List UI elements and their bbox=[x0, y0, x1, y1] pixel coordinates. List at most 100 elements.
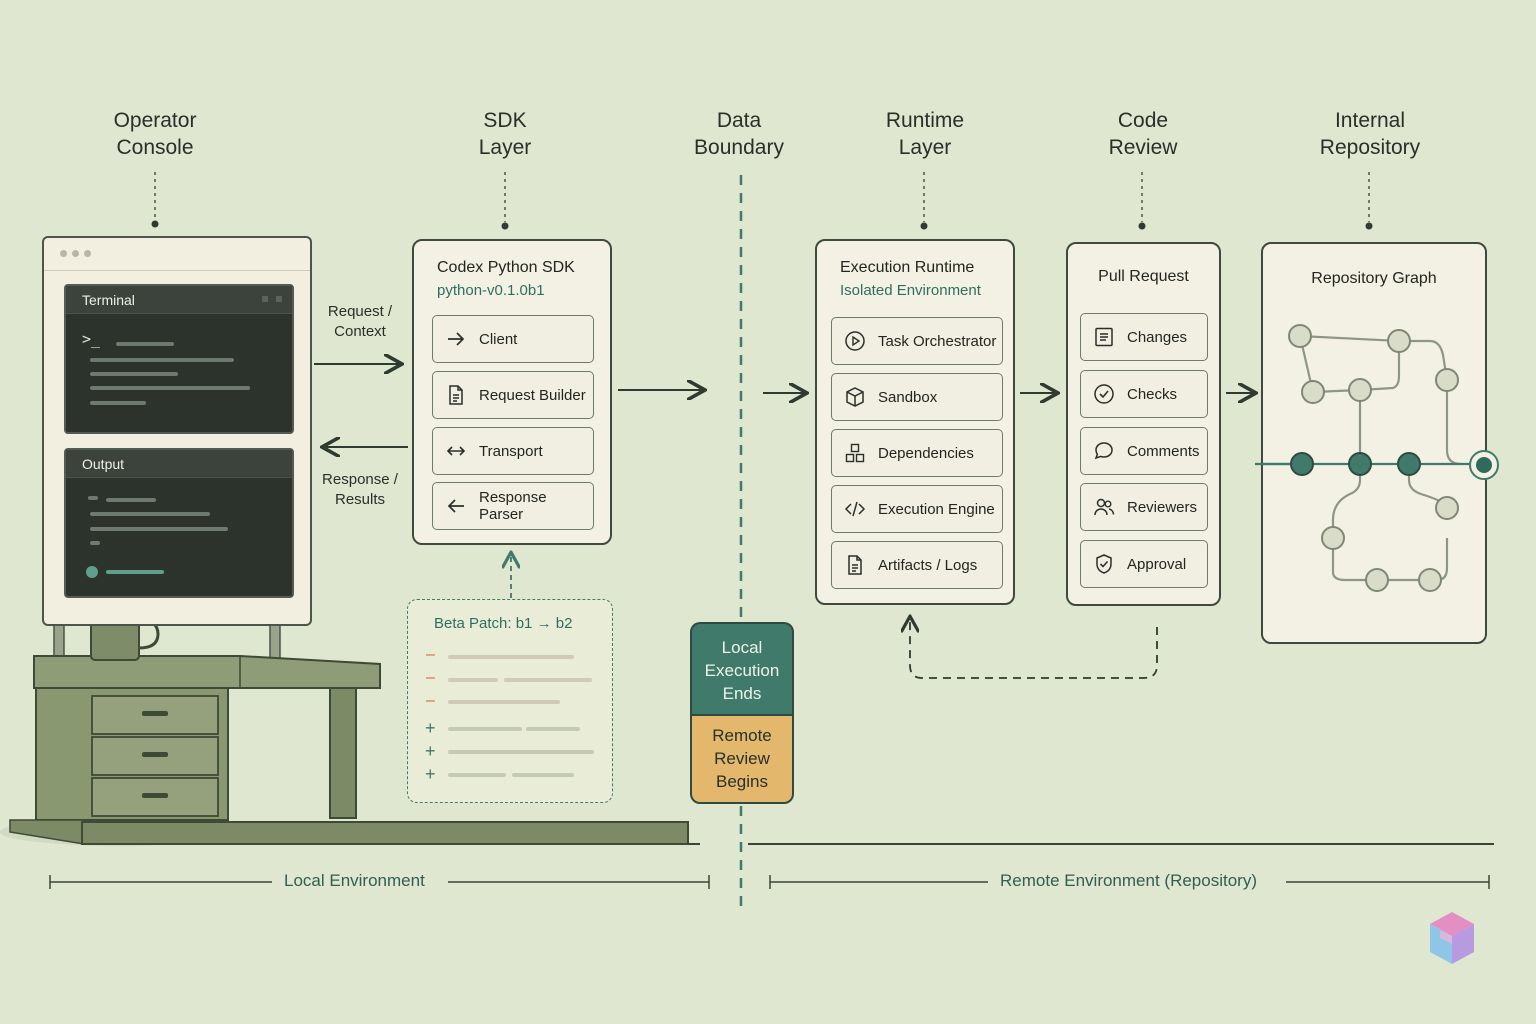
runtime-panel: Execution Runtime Isolated Environment T… bbox=[815, 239, 1015, 605]
runtime-item-label: Artifacts / Logs bbox=[878, 556, 978, 574]
pane-control bbox=[276, 296, 282, 302]
blocks-icon bbox=[844, 442, 866, 464]
comment-icon bbox=[1093, 440, 1115, 462]
desk-illustration bbox=[0, 609, 700, 846]
patch-line bbox=[448, 655, 574, 659]
terminal-line bbox=[90, 386, 250, 390]
terminal-pane[interactable]: Terminal >_ bbox=[64, 284, 294, 434]
runtime-item-artifacts-logs[interactable]: Artifacts / Logs bbox=[831, 541, 1003, 589]
response-results-label: Response / Results bbox=[322, 471, 398, 508]
repository-graph bbox=[1255, 324, 1499, 592]
pull-request-title: Pull Request bbox=[1098, 268, 1189, 285]
arrows-both-icon bbox=[445, 440, 467, 462]
runtime-item-label: Dependencies bbox=[878, 444, 974, 462]
list-icon bbox=[1093, 326, 1115, 348]
review-item-label: Approval bbox=[1127, 555, 1187, 573]
sdk-item-label: Client bbox=[479, 330, 518, 348]
patch-line bbox=[448, 773, 506, 777]
header-runtime-layer: Runtime Layer bbox=[885, 109, 965, 159]
users-icon bbox=[1093, 496, 1115, 518]
sdk-item-label: Request Builder bbox=[479, 386, 586, 404]
review-item-checks[interactable]: Checks bbox=[1080, 370, 1208, 418]
sdk-item-response-parser[interactable]: Response Parser bbox=[432, 482, 594, 530]
patch-line bbox=[512, 773, 574, 777]
patch-line bbox=[504, 678, 592, 682]
sdk-item-label: Transport bbox=[479, 442, 543, 460]
local-environment-label: Local Environment bbox=[274, 871, 435, 891]
remote-environment-label: Remote Environment (Repository) bbox=[990, 871, 1267, 891]
console-window: Terminal >_ Output bbox=[42, 236, 312, 626]
local-execution-ends-badge: Local Execution Ends bbox=[690, 622, 794, 714]
code-icon bbox=[844, 498, 866, 520]
patch-added-marker: + bbox=[425, 718, 436, 738]
patch-line bbox=[526, 727, 580, 731]
progress-line bbox=[106, 570, 164, 574]
terminal-prompt: >_ bbox=[82, 330, 101, 348]
runtime-item-label: Execution Engine bbox=[878, 500, 995, 518]
sdk-item-request-builder[interactable]: Request Builder bbox=[432, 371, 594, 419]
header-sdk-layer: SDK Layer bbox=[478, 109, 532, 159]
play-circle-icon bbox=[844, 330, 866, 352]
review-item-label: Comments bbox=[1127, 442, 1200, 460]
logo-cube-icon bbox=[1430, 912, 1474, 964]
runtime-item-execution-engine[interactable]: Execution Engine bbox=[831, 485, 1003, 533]
patch-removed-marker: – bbox=[426, 669, 435, 686]
beta-patch-title: Beta Patch: b1 → b2 bbox=[434, 615, 573, 632]
header-operator-console: Operator Console bbox=[113, 109, 197, 159]
runtime-item-label: Task Orchestrator bbox=[878, 332, 997, 350]
patch-line bbox=[448, 678, 498, 682]
review-item-reviewers[interactable]: Reviewers bbox=[1080, 483, 1208, 531]
review-item-approval[interactable]: Approval bbox=[1080, 540, 1208, 588]
pane-control bbox=[262, 296, 268, 302]
header-data-boundary: Data Boundary bbox=[694, 109, 784, 159]
document-icon bbox=[445, 384, 467, 406]
patch-added-marker: + bbox=[425, 764, 436, 784]
check-circle-icon bbox=[1093, 383, 1115, 405]
terminal-line bbox=[90, 401, 146, 405]
sdk-item-client[interactable]: Client bbox=[432, 315, 594, 363]
pull-request-panel: Pull Request Changes Checks Comments Rev… bbox=[1066, 242, 1221, 606]
runtime-item-sandbox[interactable]: Sandbox bbox=[831, 373, 1003, 421]
patch-line bbox=[448, 700, 560, 704]
review-item-changes[interactable]: Changes bbox=[1080, 313, 1208, 361]
patch-removed-marker: – bbox=[426, 692, 435, 709]
request-context-label: Request / Context bbox=[327, 303, 393, 340]
runtime-subtitle: Isolated Environment bbox=[840, 282, 981, 299]
output-line bbox=[90, 527, 228, 531]
window-controls bbox=[60, 250, 91, 257]
sdk-item-transport[interactable]: Transport bbox=[432, 427, 594, 475]
output-pane[interactable]: Output bbox=[64, 448, 294, 598]
review-item-label: Checks bbox=[1127, 385, 1178, 403]
terminal-line bbox=[116, 342, 174, 346]
terminal-line bbox=[90, 358, 234, 362]
beta-patch-card: Beta Patch: b1 → b2 – – – + + + bbox=[407, 599, 613, 803]
output-line bbox=[90, 541, 100, 545]
sdk-title: Codex Python SDK bbox=[437, 259, 575, 276]
runtime-item-dependencies[interactable]: Dependencies bbox=[831, 429, 1003, 477]
review-item-label: Changes bbox=[1127, 328, 1188, 346]
shield-check-icon bbox=[1093, 553, 1115, 575]
cube-icon bbox=[844, 386, 866, 408]
review-item-comments[interactable]: Comments bbox=[1080, 427, 1208, 475]
patch-added-marker: + bbox=[425, 741, 436, 761]
sdk-panel: Codex Python SDK python-v0.1.0b1 Client … bbox=[412, 239, 612, 545]
status-dot bbox=[86, 566, 98, 578]
sdk-version: python-v0.1.0b1 bbox=[437, 282, 545, 299]
arrow-left-icon bbox=[445, 495, 467, 517]
patch-line bbox=[448, 727, 522, 731]
output-line bbox=[88, 496, 98, 500]
header-internal-repository: Internal Repository bbox=[1319, 109, 1421, 159]
sdk-item-label: Response Parser bbox=[479, 489, 547, 523]
terminal-title: Terminal bbox=[66, 286, 292, 314]
terminal-line bbox=[90, 372, 178, 376]
patch-removed-marker: – bbox=[426, 646, 435, 663]
header-code-review: Code Review bbox=[1108, 109, 1178, 159]
runtime-item-task-orchestrator[interactable]: Task Orchestrator bbox=[831, 317, 1003, 365]
review-item-label: Reviewers bbox=[1127, 498, 1198, 516]
patch-line bbox=[448, 750, 594, 754]
remote-review-begins-badge: Remote Review Begins bbox=[690, 714, 794, 804]
output-line bbox=[90, 512, 210, 516]
runtime-item-label: Sandbox bbox=[878, 388, 938, 406]
